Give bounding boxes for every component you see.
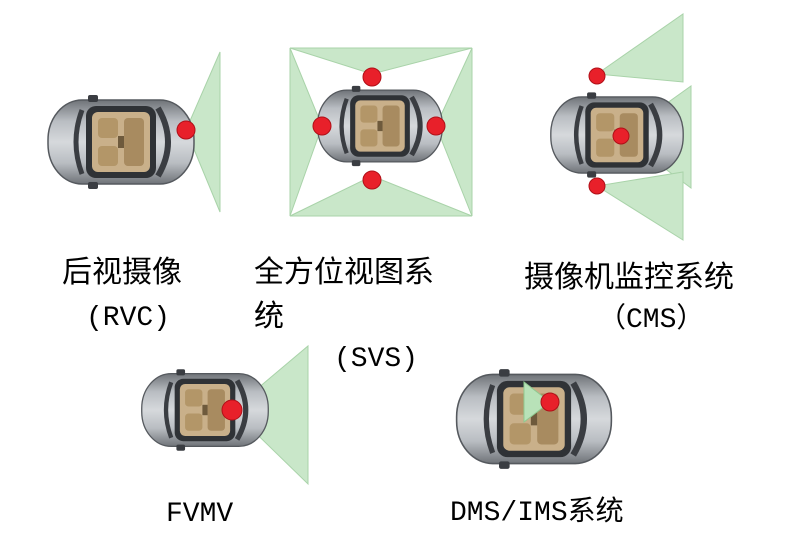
cms-camera-upper: [588, 67, 606, 85]
rvc-name: 后视摄像: [62, 255, 182, 290]
dms-diagram: [452, 366, 622, 476]
dms-camera-dot: [540, 392, 560, 412]
dms-car-icon: [457, 369, 612, 469]
fvmv-name: FVMV: [166, 499, 234, 530]
rvc-fov-cone: [185, 51, 221, 213]
fvmv-panel: [138, 340, 318, 490]
rvc-car-icon: [48, 95, 194, 189]
svs-camera-right: [426, 116, 446, 136]
svs-fov-front: [289, 47, 473, 75]
fvmv-car-icon: [142, 369, 269, 450]
cms-abbr: （CMS）: [598, 305, 705, 336]
svs-fov-left: [289, 47, 323, 217]
cms-name: 摄像机监控系统: [524, 260, 734, 295]
dms-panel: [452, 366, 622, 476]
svs-camera-left: [312, 116, 332, 136]
cms-panel: [545, 10, 745, 241]
svs-diagram: [289, 47, 473, 217]
cms-camera-inner: [612, 127, 630, 145]
fvmv-camera-dot: [221, 399, 243, 421]
rvc-abbr: (RVC): [86, 303, 171, 334]
svs-panel: [286, 44, 476, 219]
svs-name-line2: 统: [254, 299, 284, 334]
cms-diagram: [545, 13, 692, 241]
svs-car-icon: [318, 86, 443, 166]
rvc-camera-dot: [176, 120, 196, 140]
svs-camera-rear: [362, 170, 382, 190]
svs-fov-right: [435, 47, 473, 217]
rvc-diagram: [40, 51, 221, 213]
svs-name: 全方位视图系: [254, 255, 434, 290]
cms-fov-lower: [595, 171, 684, 241]
svs-fov-rear: [289, 175, 473, 217]
fvmv-diagram: [138, 344, 309, 486]
rvc-panel: [40, 40, 240, 220]
svs-abbr: (SVS): [334, 344, 419, 375]
dms-name: DMS/IMS系统: [450, 498, 624, 529]
cms-fov-upper: [595, 13, 684, 83]
fvmv-fov-cone: [231, 344, 309, 486]
dms-fov-cone: [523, 380, 551, 424]
cms-camera-lower: [588, 177, 606, 195]
svs-camera-front: [362, 67, 382, 87]
